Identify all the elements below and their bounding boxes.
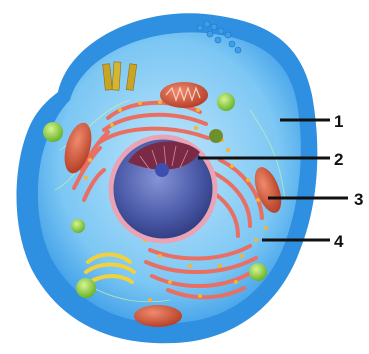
callout-number-1: 1 xyxy=(334,112,343,131)
callout-number-4: 4 xyxy=(334,232,344,251)
nucleus xyxy=(111,137,215,241)
callout-number-3: 3 xyxy=(354,190,363,209)
mitochondrion-4 xyxy=(134,305,182,327)
nucleolus xyxy=(155,163,169,177)
callout-number-2: 2 xyxy=(334,150,343,169)
mitochondrion-2 xyxy=(160,82,208,108)
